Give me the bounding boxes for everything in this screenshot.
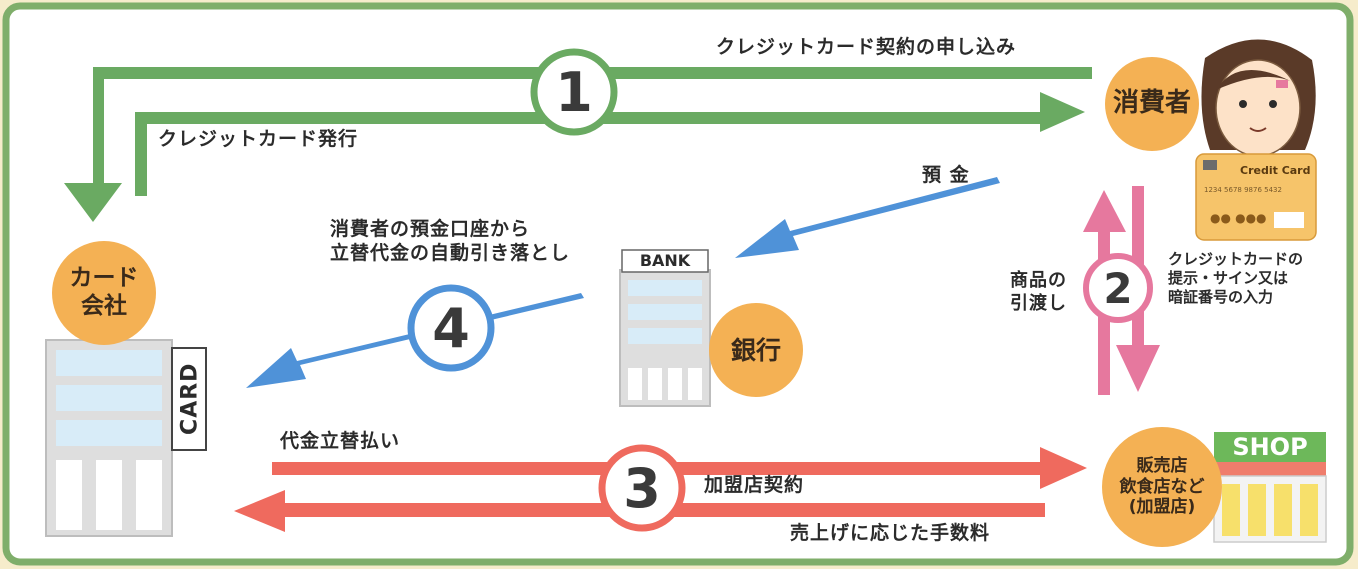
step2-number: 2 — [1103, 263, 1133, 313]
step2-circle — [1083, 253, 1153, 323]
consumer-circle — [1105, 57, 1199, 151]
merchant-circle — [1102, 427, 1222, 547]
commission-label: 売上げに応じた手数料 — [790, 522, 991, 544]
auto-debit-arrow — [246, 293, 584, 388]
goods-delivery-label: 商品の 引渡し — [1010, 270, 1067, 314]
auto-debit-label: 消費者の預金口座から 立替代金の自動引き落とし — [330, 218, 571, 264]
shop-sign-board — [1214, 432, 1326, 462]
step4-number: 4 — [432, 296, 470, 360]
consumer-label: 消費者 — [1112, 88, 1191, 119]
merchant-label: 販売店 飲食店など (加盟店) — [1119, 456, 1205, 518]
bank-circle — [709, 303, 803, 397]
blue-arrows — [246, 177, 1000, 388]
credit-card-graphic: ●● ●●● — [1195, 153, 1317, 241]
merchant-contract-label: 加盟店契約 — [704, 474, 805, 496]
card-company-circle — [52, 241, 156, 345]
consumer-figure — [1201, 39, 1316, 157]
step3-circle — [598, 444, 686, 532]
issuance-label: クレジットカード発行 — [158, 128, 359, 150]
step3-number: 3 — [623, 456, 661, 520]
step1-number: 1 — [555, 60, 593, 124]
green-arrows — [64, 67, 1092, 222]
card-presentation-label: クレジットカードの 提示・サイン又は 暗証番号の入力 — [1168, 250, 1304, 306]
card-company-building — [45, 339, 207, 537]
credit-card-number: 1234 5678 9876 5432 — [1204, 186, 1282, 194]
shop-sign: SHOP — [1232, 433, 1308, 461]
deposit-label: 預 金 — [922, 164, 970, 186]
step4-circle — [407, 284, 495, 372]
bank-label: 銀行 — [730, 336, 781, 365]
issuance-arrow — [135, 92, 1085, 196]
step1-circle — [530, 48, 618, 136]
bank-sign: BANK — [639, 251, 691, 270]
svg-text:●● ●●●: ●● ●●● — [1210, 211, 1267, 225]
deposit-arrow — [735, 177, 1000, 258]
bank-building — [619, 249, 711, 407]
application-label: クレジットカード契約の申し込み — [716, 36, 1017, 58]
advance-payment-label: 代金立替払い — [280, 430, 401, 452]
credit-card-title: Credit Card — [1240, 164, 1311, 177]
card-sign: CARD — [177, 362, 203, 435]
shop-building — [1213, 432, 1327, 543]
card-company-label: カード 会社 — [69, 265, 139, 319]
